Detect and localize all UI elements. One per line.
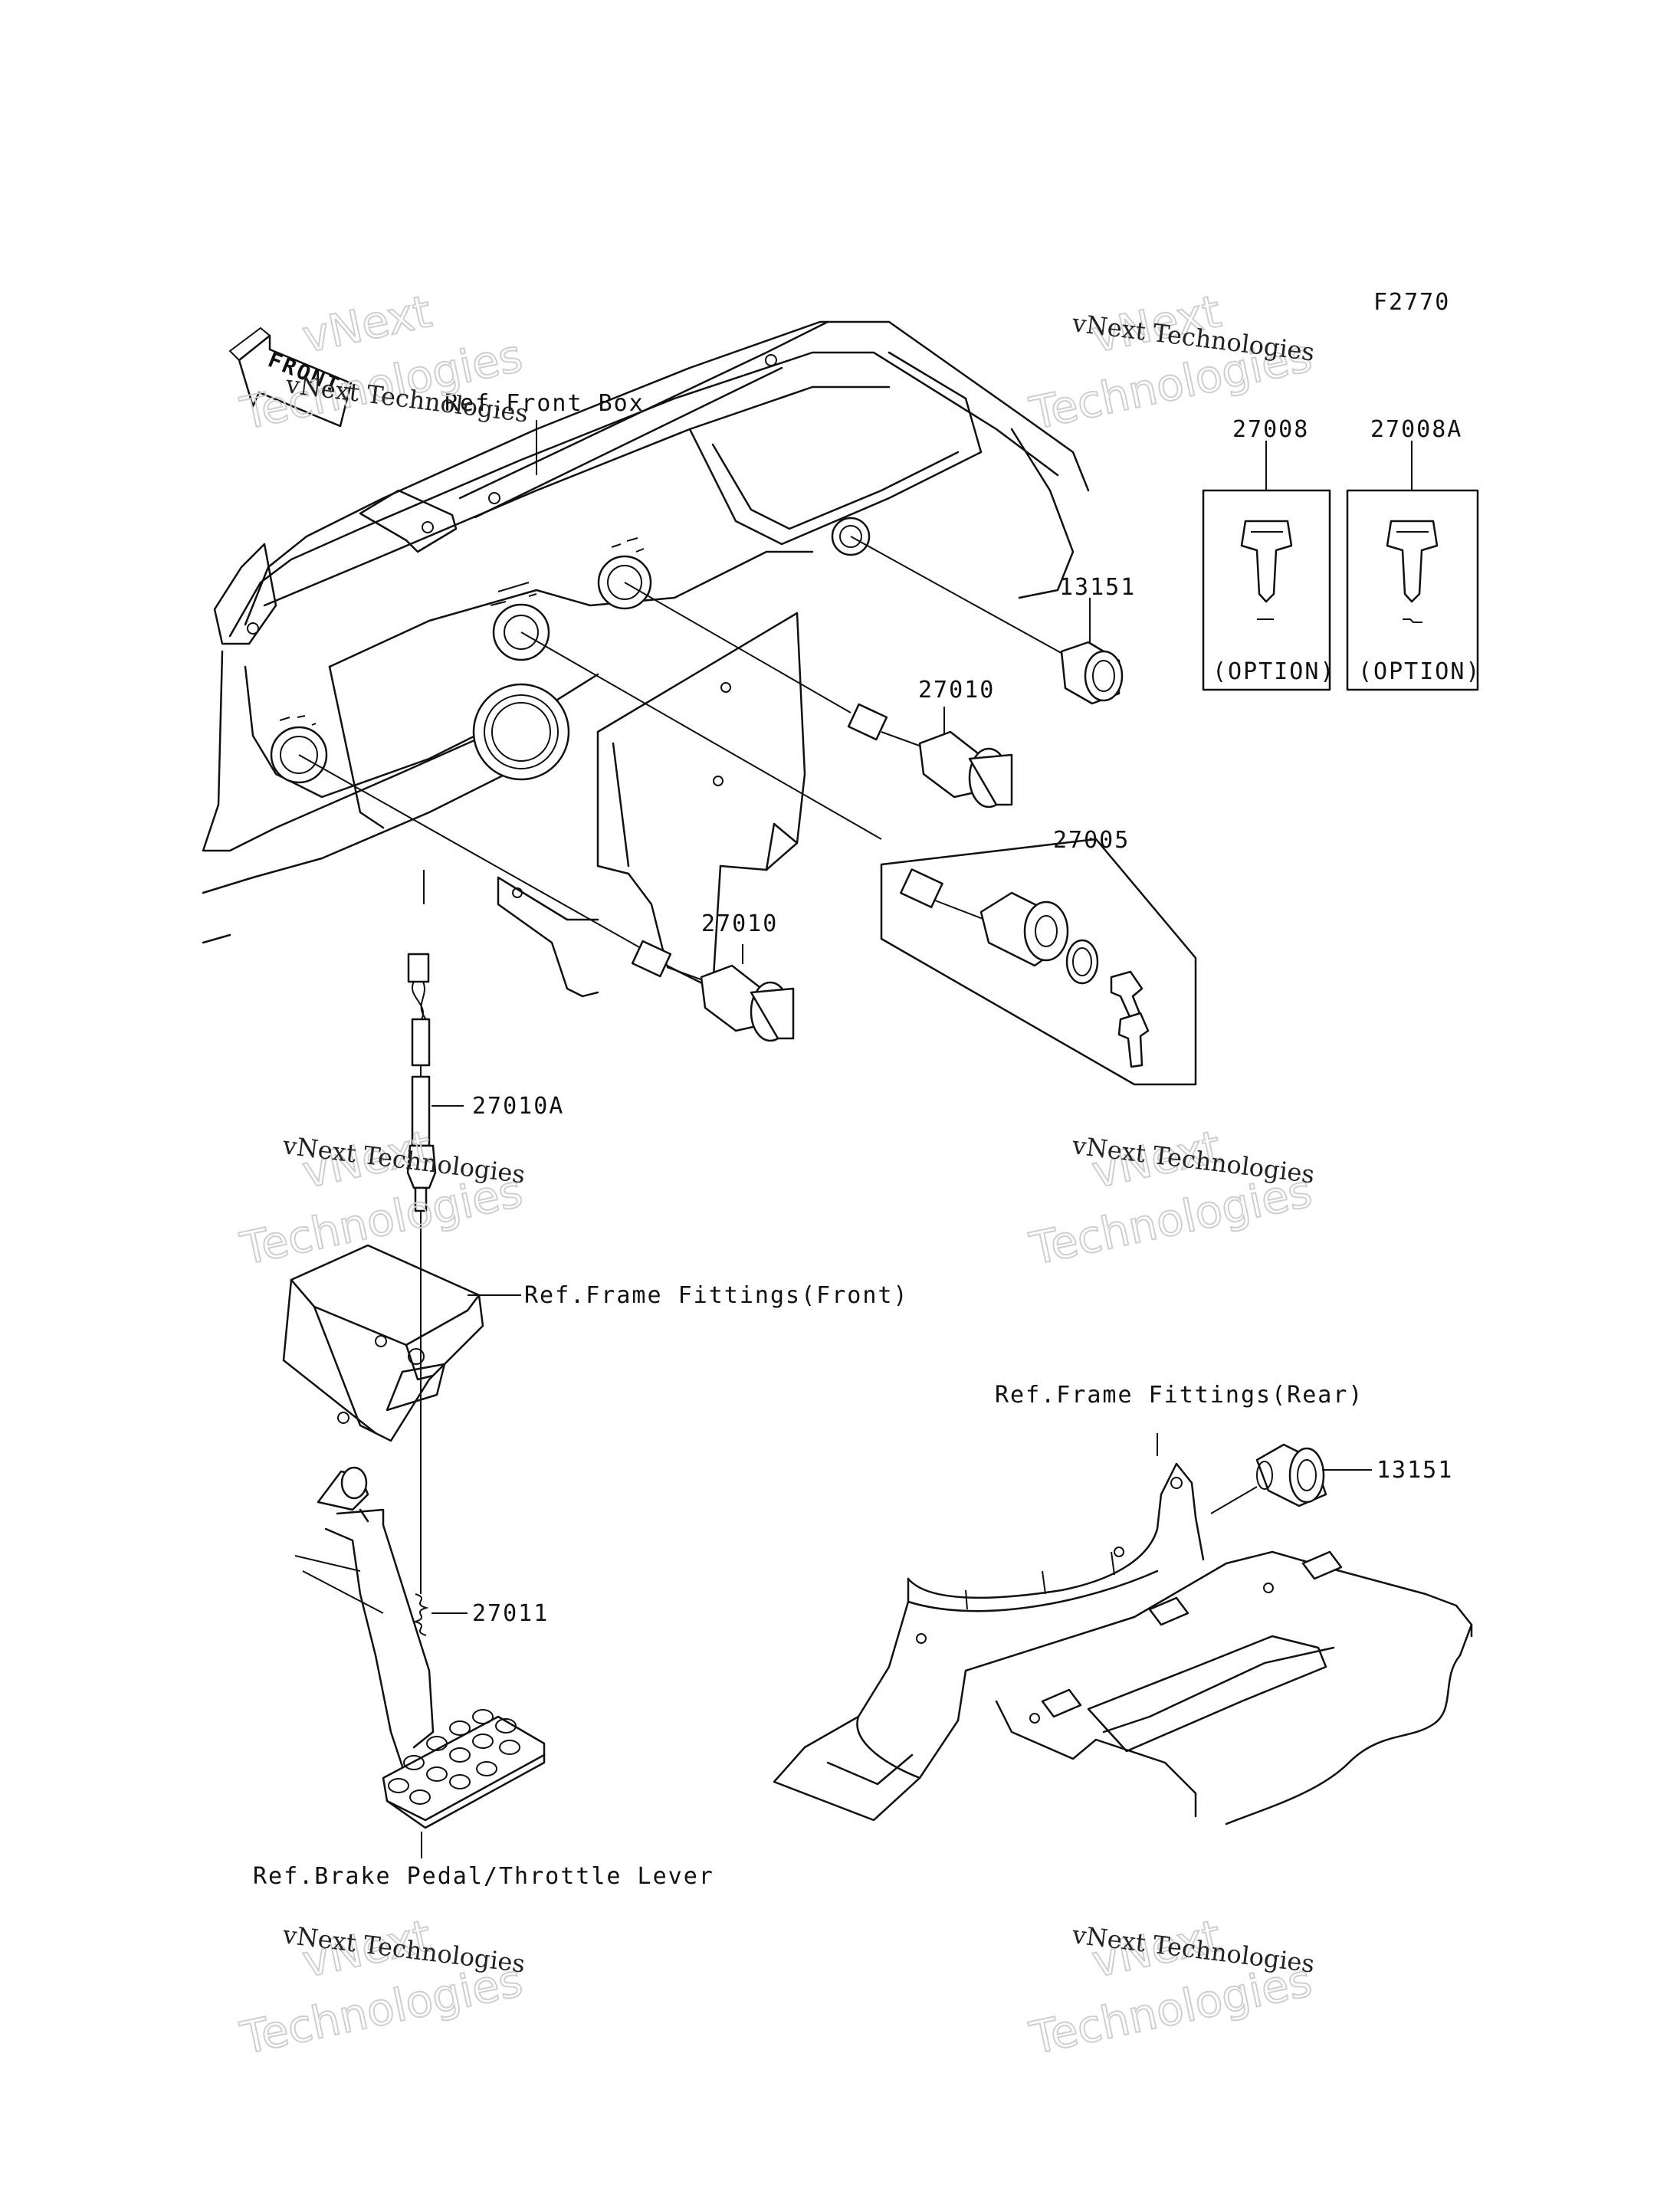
watermark-br: vNext Technologies vNext Technologies: [1025, 1909, 1317, 2065]
brake-switch-27010A: [406, 953, 464, 1222]
label-27010-upper: 27010: [918, 677, 995, 704]
ignition-27005-group: [880, 838, 1197, 1086]
label-13151-upper: 13151: [1059, 574, 1136, 601]
leader-lines-upper: [298, 536, 1091, 964]
key-27008-box: [1202, 441, 1331, 691]
watermark-bl: vNext Technologies vNext Technologies: [235, 1909, 528, 2065]
key-27008A-box: [1346, 441, 1479, 691]
brake-pedal: [294, 1466, 546, 1858]
front-box-dashboard: [202, 320, 1090, 998]
ref-frame-rear: Ref.Frame Fittings(Rear): [995, 1382, 1363, 1409]
label-27010-lower: 27010: [701, 910, 778, 937]
label-27008: 27008: [1232, 416, 1309, 443]
socket-13151-upper: [1060, 641, 1124, 705]
diagram-code: F2770: [1373, 289, 1450, 316]
ref-brake-pedal: Ref.Brake Pedal/Throttle Lever: [253, 1863, 714, 1890]
switch-27010-upper: [847, 703, 1013, 809]
option-27008A: (OPTION): [1358, 658, 1481, 685]
watermark-mr: vNext Technologies vNext Technologies: [1025, 1120, 1317, 1276]
label-27008A: 27008A: [1370, 416, 1462, 443]
label-27005: 27005: [1053, 827, 1130, 854]
label-27011: 27011: [472, 1600, 549, 1627]
frame-fittings-rear: [773, 1433, 1473, 1825]
label-13151-lower: 13151: [1376, 1457, 1453, 1484]
option-27008: (OPTION): [1212, 658, 1336, 685]
ref-front-box: Ref.Front Box: [445, 390, 645, 417]
spring-27011: [412, 1593, 468, 1636]
socket-13151-lower: [1210, 1443, 1372, 1514]
switch-27010-lower: [631, 940, 795, 1042]
ref-frame-front: Ref.Frame Fittings(Front): [524, 1282, 909, 1309]
frame-fittings-front: [282, 1244, 521, 1442]
label-27010A: 27010A: [472, 1093, 564, 1120]
